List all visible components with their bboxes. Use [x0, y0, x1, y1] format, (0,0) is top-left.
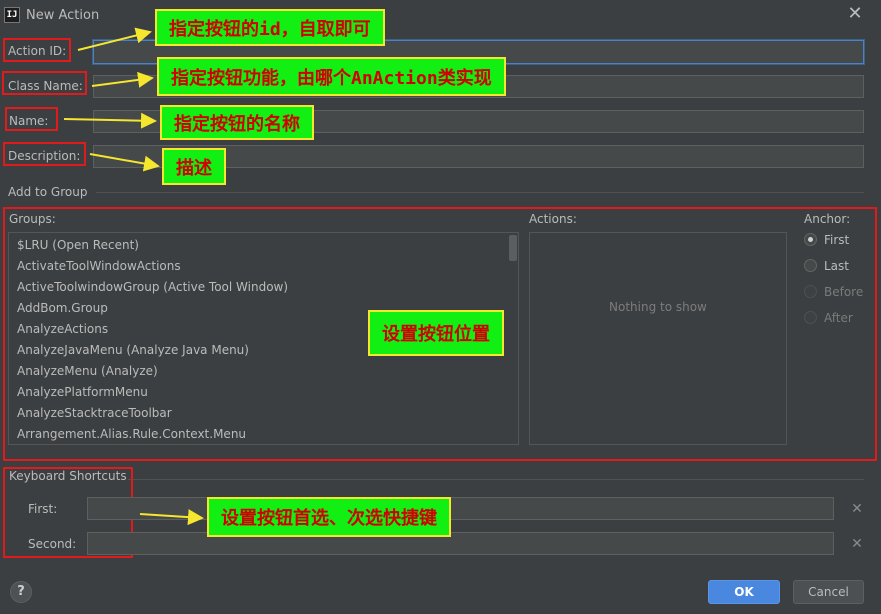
close-icon[interactable]: ✕: [847, 3, 863, 24]
group-callout: 设置按钮位置: [368, 310, 504, 356]
clear-first-shortcut-icon[interactable]: ✕: [851, 501, 863, 517]
anchor-label: Anchor:: [804, 212, 851, 226]
first-shortcut-field[interactable]: [87, 497, 834, 520]
help-button[interactable]: ?: [10, 581, 32, 603]
anchor-first-label[interactable]: First: [824, 233, 850, 247]
class-name-label: Class Name:: [8, 79, 83, 93]
add-to-group-title: Add to Group: [8, 185, 88, 199]
ok-button[interactable]: OK: [708, 580, 780, 604]
anchor-before-label: Before: [824, 285, 864, 299]
intellij-app-icon: IJ: [4, 7, 20, 23]
keyboard-shortcuts-title: Keyboard Shortcuts: [9, 469, 127, 483]
name-callout: 指定按钮的名称: [160, 105, 314, 140]
name-label: Name:: [9, 114, 49, 128]
list-item[interactable]: AnalyzePlatformMenu: [17, 385, 148, 399]
description-highlight: [3, 142, 86, 166]
second-shortcut-field[interactable]: [87, 532, 834, 555]
second-shortcut-label: Second:: [28, 537, 77, 551]
actions-list[interactable]: Nothing to show: [529, 232, 787, 445]
cancel-button[interactable]: Cancel: [793, 580, 864, 604]
list-item[interactable]: AnalyzeStacktraceToolbar: [17, 406, 172, 420]
list-item[interactable]: Arrangement.Alias.Rule.Context.Menu: [17, 427, 247, 441]
first-shortcut-label: First:: [28, 502, 58, 516]
actions-label: Actions:: [529, 212, 577, 226]
description-callout: 描述: [162, 148, 226, 185]
list-item[interactable]: ActiveToolwindowGroup (Active Tool Windo…: [17, 280, 289, 294]
list-item[interactable]: AnalyzeJavaMenu (Analyze Java Menu): [17, 343, 249, 357]
anchor-last-radio[interactable]: [804, 259, 817, 272]
list-item[interactable]: AnalyzeMenu (Analyze): [17, 364, 158, 378]
title-bar: IJ New Action ✕: [0, 0, 881, 32]
add-to-group-separator: [96, 192, 864, 193]
anchor-last-label[interactable]: Last: [824, 259, 849, 273]
clear-second-shortcut-icon[interactable]: ✕: [851, 536, 863, 552]
action-id-callout: 指定按钮的id，自取即可: [155, 9, 385, 46]
actions-empty-text: Nothing to show: [609, 300, 707, 314]
list-item[interactable]: AnalyzeActions: [17, 322, 109, 336]
anchor-before-radio: [804, 285, 817, 298]
list-item[interactable]: AddBom.Group: [17, 301, 108, 315]
keyboard-separator: [128, 479, 864, 480]
action-id-label: Action ID:: [8, 44, 67, 58]
name-highlight: [5, 107, 58, 131]
description-field[interactable]: [93, 145, 864, 168]
description-label: Description:: [8, 149, 81, 163]
anchor-first-radio[interactable]: [804, 233, 817, 246]
anchor-after-radio: [804, 311, 817, 324]
shortcuts-callout: 设置按钮首选、次选快捷键: [207, 497, 451, 537]
class-name-highlight: [2, 71, 87, 95]
list-item[interactable]: $LRU (Open Recent): [17, 238, 139, 252]
group-section-highlight: [3, 207, 877, 461]
dialog-title: New Action: [26, 8, 100, 23]
list-item[interactable]: ActivateToolWindowActions: [17, 259, 181, 273]
class-name-callout: 指定按钮功能，由哪个AnAction类实现: [157, 57, 506, 96]
action-id-highlight: [3, 38, 71, 62]
groups-scrollbar-thumb[interactable]: [509, 235, 517, 261]
anchor-after-label: After: [824, 311, 853, 325]
groups-label: Groups:: [9, 212, 56, 226]
